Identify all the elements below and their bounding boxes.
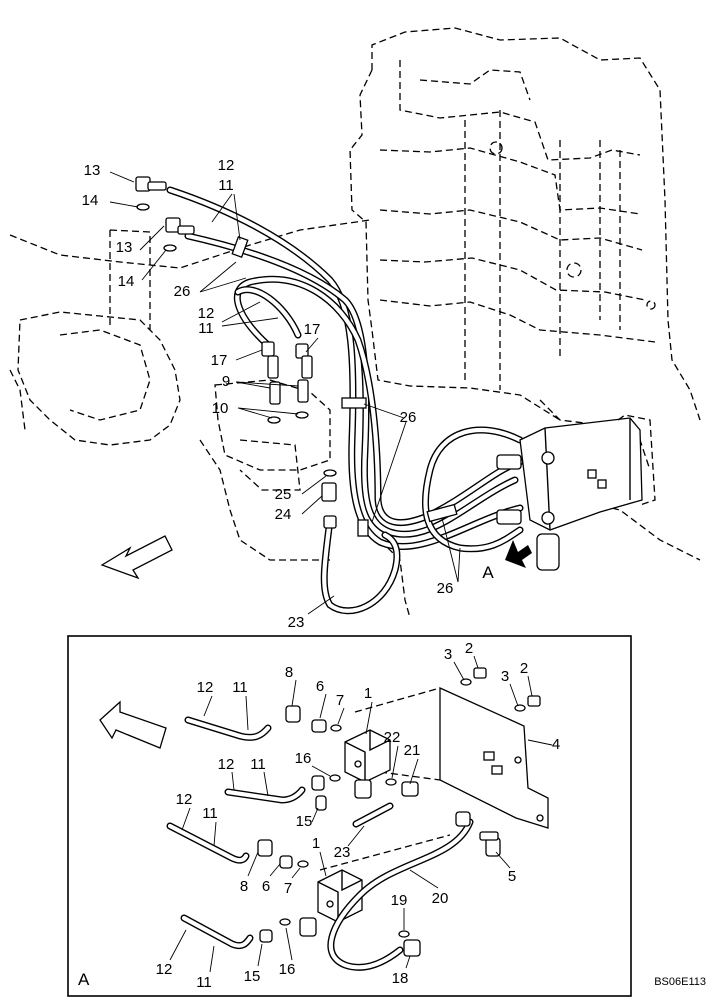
part-label: 8: [285, 664, 293, 681]
inset-view-frame: [67, 635, 632, 997]
part-label: 17: [304, 321, 321, 338]
part-label: 17: [211, 352, 228, 369]
part-label: 15: [296, 813, 313, 830]
part-label: 5: [508, 868, 516, 885]
part-label: 11: [218, 177, 234, 194]
part-label: 12: [218, 157, 235, 174]
part-label: 11: [196, 974, 212, 991]
part-label: 7: [284, 880, 292, 897]
part-label: 13: [116, 239, 133, 256]
part-label: 3: [501, 668, 509, 685]
part-label: 12: [176, 791, 193, 808]
part-label: 16: [295, 750, 312, 767]
part-label: 10: [212, 400, 229, 417]
part-label: 18: [392, 970, 409, 987]
part-label: 11: [232, 679, 248, 696]
control-valve-outline: [349, 27, 701, 471]
leader-lines: [109, 171, 553, 973]
part-label: 11: [202, 805, 218, 822]
part-label: 21: [404, 742, 421, 759]
part-label: 7: [336, 692, 344, 709]
pump-outline: [17, 229, 331, 491]
part-label: 6: [316, 678, 324, 695]
mounting-plate: [319, 686, 549, 871]
part-label: 3: [444, 646, 452, 663]
part-label: 12: [198, 305, 215, 322]
part-label: 19: [391, 892, 408, 909]
part-label: 24: [275, 506, 292, 523]
part-label: 20: [432, 890, 449, 907]
part-label: A: [482, 563, 494, 582]
part-label: 1: [364, 685, 372, 702]
part-label: 26: [174, 283, 191, 300]
view-label-inset: A: [78, 970, 90, 989]
part-label: 16: [279, 961, 296, 978]
part-label: 8: [240, 878, 248, 895]
part-label: 12: [218, 756, 235, 773]
part-label: 4: [552, 736, 560, 753]
bolts: [460, 667, 541, 857]
part-label: 26: [400, 409, 417, 426]
part-label: 2: [465, 640, 473, 657]
part-label: 11: [250, 756, 266, 773]
view-arrow-icon: [505, 540, 532, 568]
fittings-upper: [135, 176, 337, 529]
hoses-inset: [166, 716, 474, 971]
part-label: 2: [520, 660, 528, 677]
part-label: 9: [222, 373, 230, 390]
part-label: 23: [288, 614, 305, 631]
arrow-icon-inset: [99, 700, 167, 749]
part-label: 22: [384, 729, 401, 746]
part-label: 12: [156, 961, 173, 978]
fittings-inset: [257, 705, 471, 957]
part-label: 11: [198, 320, 214, 337]
part-label: 26: [437, 580, 454, 597]
part-label: 12: [197, 679, 214, 696]
solenoid-valve-upper: [496, 414, 656, 571]
drawing-code: BS06E113: [654, 976, 706, 988]
part-label: 23: [334, 844, 351, 861]
arrow-icon: [100, 535, 173, 580]
part-label: 1: [312, 835, 320, 852]
solenoid-valves-inset: [299, 729, 391, 937]
part-label: 15: [244, 968, 261, 985]
frame-outline: [9, 219, 701, 619]
part-label: 14: [118, 273, 135, 290]
part-label: 13: [84, 162, 101, 179]
hose-assembly-upper: [166, 186, 524, 615]
part-label: 14: [82, 192, 99, 209]
part-label: 6: [262, 878, 270, 895]
part-label: 25: [275, 486, 292, 503]
